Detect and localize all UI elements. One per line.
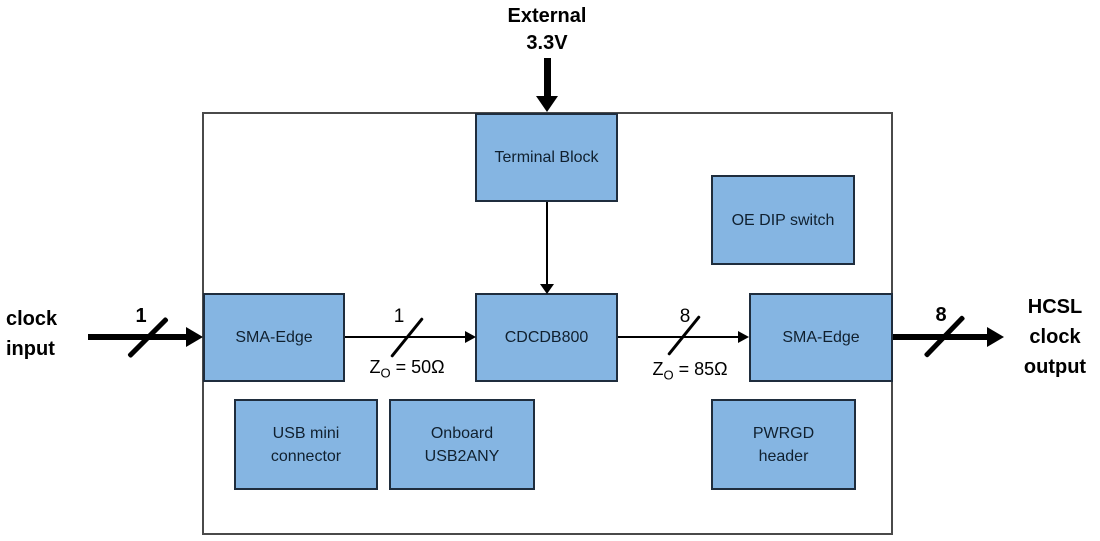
block-terminal-block: Terminal Block [475, 113, 618, 202]
impedance-subscript: O [663, 367, 674, 383]
impedance-value: = 50Ω [395, 357, 445, 377]
input-impedance-label: ZO= 50Ω [350, 357, 464, 381]
clock-input-arrow-shaft [88, 334, 190, 340]
output-impedance-label: ZO= 85Ω [633, 359, 747, 383]
external-supply-label: External 3.3V [507, 5, 587, 54]
block-sma-edge-input: SMA-Edge [203, 293, 345, 382]
clock-input-arrow-head [186, 327, 203, 347]
external-supply-arrow-head [536, 96, 558, 112]
hcsl-output-bus-width: 8 [935, 304, 947, 326]
block-oe-dip-switch: OE DIP switch [711, 175, 855, 265]
terminal-to-cdcdb800-line [546, 202, 548, 285]
impedance-symbol: Z [369, 357, 381, 377]
output-bus-arrow-head [738, 331, 749, 343]
hcsl-output-label: HCSL clock output [1023, 296, 1087, 378]
output-bus-width: 8 [679, 306, 691, 327]
input-bus-arrow-head [465, 331, 476, 343]
clock-input-bus-width: 1 [135, 305, 147, 327]
output-bus-line [618, 336, 740, 338]
hcsl-output-arrow-head [987, 327, 1004, 347]
clock-input-label: clock input [6, 308, 58, 360]
block-sma-edge-output: SMA-Edge [749, 293, 893, 382]
block-usb-mini-connector: USB mini connector [234, 399, 378, 490]
block-cdcdb800: CDCDB800 [475, 293, 618, 382]
block-pwrgd-header: PWRGD header [711, 399, 856, 490]
impedance-subscript: O [380, 365, 391, 381]
impedance-value: = 85Ω [678, 359, 728, 379]
terminal-to-cdcdb800-arrow-head [540, 284, 554, 294]
input-bus-width: 1 [393, 306, 405, 327]
block-onboard-usb2any: Onboard USB2ANY [389, 399, 535, 490]
impedance-symbol: Z [652, 359, 664, 379]
external-supply-arrow-shaft [544, 58, 551, 98]
